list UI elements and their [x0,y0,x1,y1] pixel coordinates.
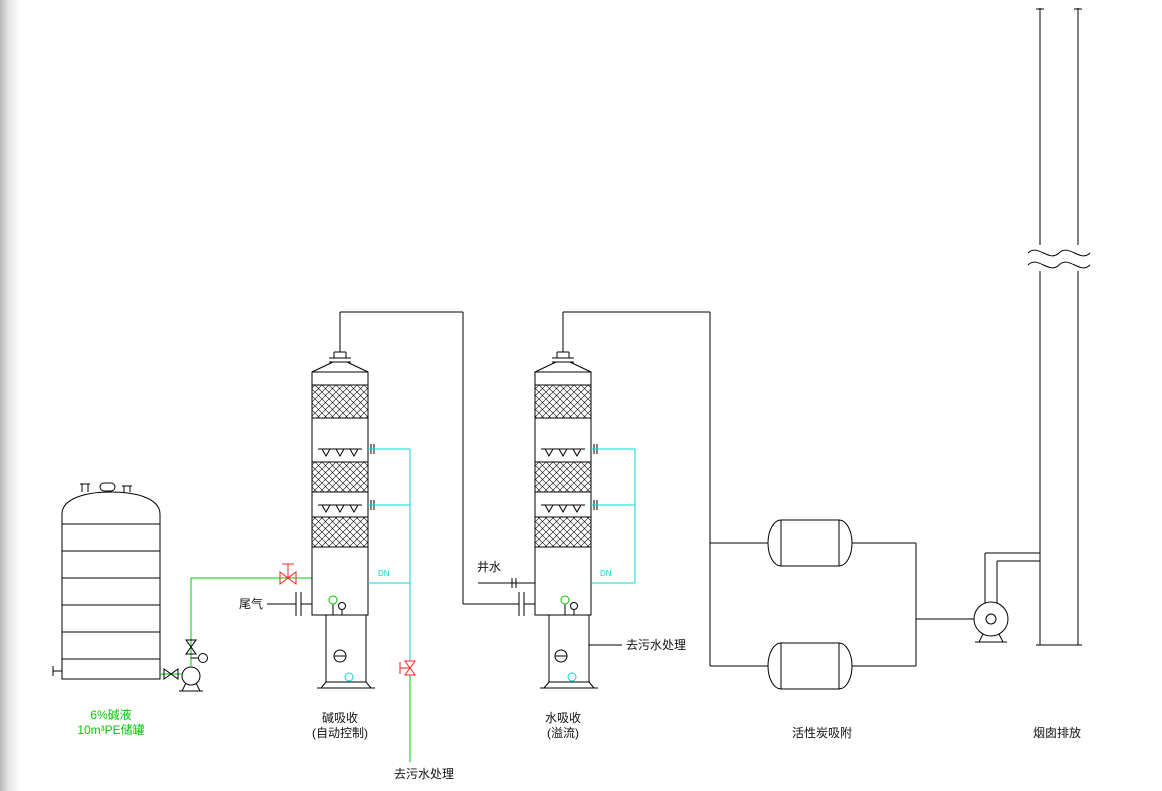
pressure-gauge-icon [191,653,208,663]
diagram-labels: 6%碱液 10m³PE储罐 尾气 碱吸收 (自动控制) 去污水处理 DN 井水 … [77,560,1081,781]
carbon-adsorber-2 [767,642,853,690]
tower1-gas-inlet-flange [267,592,312,616]
tank-rib-lines [62,523,160,660]
chimney-break-symbol [1027,249,1091,257]
tower2-recirculation-pipe [591,448,636,584]
tower2-spray-header-2 [541,504,585,514]
tower2-spray-header-1 [541,448,585,458]
wastewater-label-right: 去污水处理 [626,638,686,652]
alkali-absorption-tower [267,351,375,689]
carbon-adsorber-label: 活性炭吸附 [792,726,852,740]
tower1-packing-bed-2 [311,516,369,548]
tower2-demister-pad [534,384,592,419]
fan-outlet-duct [984,552,1040,603]
tower1-spray-header-1 [318,448,362,458]
tower1-packing-bed-1 [311,461,369,493]
tail-gas-label: 尾气 [239,596,263,611]
well-water-line [478,578,535,588]
chimney-stack [1027,8,1091,646]
pump-base [179,682,203,692]
tower1-level-gauge-icon [333,649,347,663]
storage-tank [52,482,161,680]
chimney-label: 烟囱排放 [1033,725,1081,740]
fan-base [975,633,1007,643]
tank-label-line1: 6%碱液 [90,707,131,722]
tower1-recirculation-pipe [368,448,416,762]
water-tower-name-line2: (溢流) [547,726,579,740]
chimney-break-symbol [1027,261,1091,269]
tower1-demister-pad [311,384,369,419]
tower1-top-neck [311,351,369,373]
exhaust-fan [973,552,1040,643]
tower1-level-instrument-icon [328,595,346,615]
tower2-level-gauge-icon [554,649,568,663]
pipe-dn-label-1: DN [378,569,390,578]
fan-casing-icon [973,601,1009,637]
left-edge-shading [0,0,20,791]
tower2-top-neck [534,351,592,373]
gas-duct [339,311,974,667]
alkali-feed-pipe [160,563,312,680]
well-water-label: 井水 [477,560,501,574]
tower1-drain-valve-icon [399,660,416,676]
tower2-sump [548,614,590,683]
alkali-control-valve-icon [279,563,297,585]
alkali-tower-name-line1: 碱吸收 [322,711,358,725]
tower2-drain-fitting-icon [567,672,577,682]
tank-bottom-stub [52,666,62,676]
water-tower-name-line1: 水吸收 [545,711,581,725]
tower2-level-instrument-icon [560,595,578,615]
tank-top-nozzles [80,482,132,492]
tower1-spray-header-2 [318,504,362,514]
carbon-adsorber-1 [767,519,853,567]
tower2-packing-bed-2 [534,516,592,548]
chimney-walls [1036,8,1082,646]
tower1-drain-fitting-icon [344,672,354,682]
fan-hub-icon [985,613,997,625]
tower1-sump [325,614,367,683]
tower2-packing-bed-1 [534,461,592,493]
water-absorption-tower [478,351,622,689]
tower1-base [317,681,375,689]
pump-discharge-valve-icon [185,639,197,655]
pipe-dn-label-2: DN [600,569,612,578]
wastewater-label-bottom: 去污水处理 [394,767,454,781]
tower2-base [540,681,598,689]
tank-outlet-valve-icon [163,668,179,680]
alkali-tower-name-line2: (自动控制) [312,726,368,740]
tank-label-line2: 10m³PE储罐 [77,722,144,737]
